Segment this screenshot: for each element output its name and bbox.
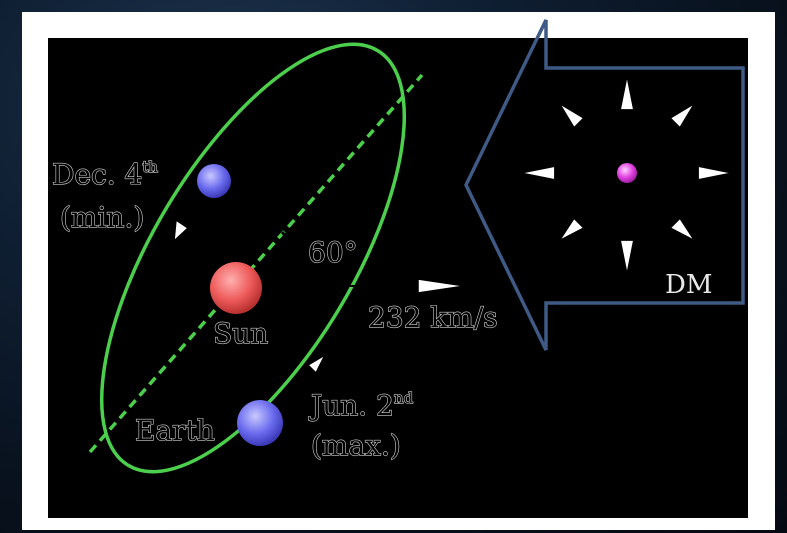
jun-max-label: (max.) [311,429,401,462]
dec-min-label: (min.) [60,201,144,234]
earth-orbit [99,42,407,474]
dm-particle [617,163,637,183]
sun-label: Sun [213,317,268,350]
orbit-axis-line [88,73,424,454]
dm-wind-arrow [464,19,745,351]
earth-velocity-arrow-dec [173,194,206,243]
sun-velocity-arrow [236,278,466,294]
earth-jun [237,400,283,446]
dm-label: DM [665,270,712,300]
speed-label: 232 km/s [368,301,498,334]
jun-date-label: Jun. 2nd [308,389,414,422]
dm-velocity-arrows [519,74,734,276]
earth-label: Earth [135,414,215,447]
angle-arc [280,230,302,287]
black-panel [48,38,748,518]
angle-label: 60° [308,236,358,269]
earth-dec [197,164,231,198]
earth-velocity-arrow-jun [271,353,327,409]
sun [210,262,262,314]
dec-date-label: Dec. 4th [52,158,158,191]
